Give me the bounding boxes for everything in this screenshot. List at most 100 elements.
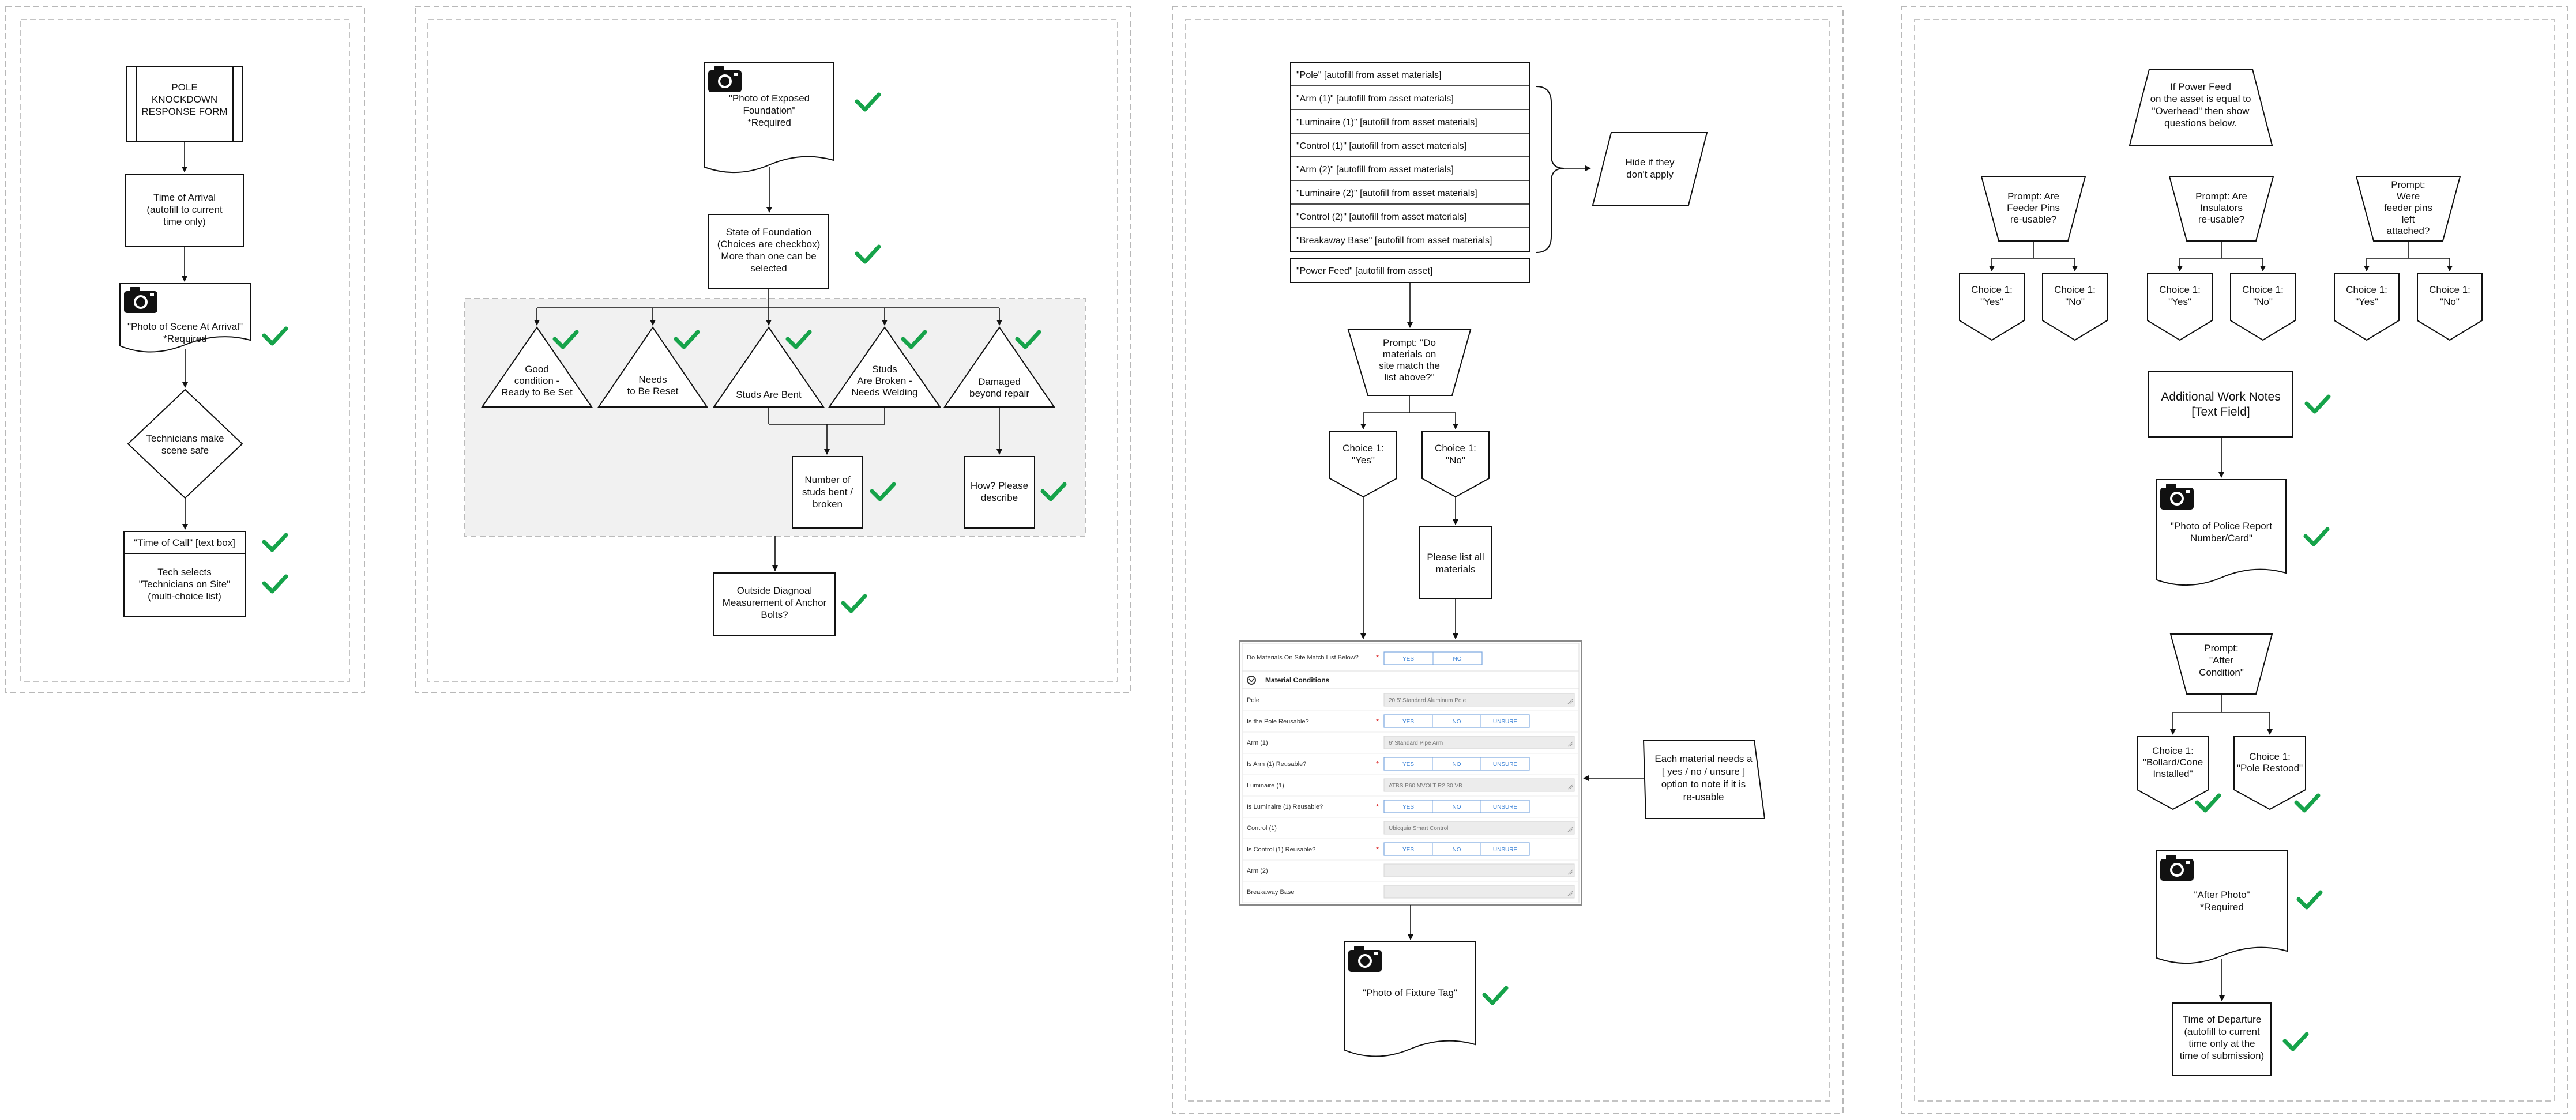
svg-text:Choice 1:"Yes": Choice 1:"Yes" bbox=[1342, 443, 1384, 466]
form-row-label: Arm (2) bbox=[1247, 868, 1268, 874]
material-field[interactable] bbox=[1383, 778, 1575, 792]
photo-scene-node: "Photo of Scene At Arrival"*Required bbox=[119, 283, 251, 353]
svg-text:YES: YES bbox=[1402, 761, 1414, 768]
svg-text:UNSURE: UNSURE bbox=[1493, 761, 1518, 768]
svg-text:Choice 1:"Yes": Choice 1:"Yes" bbox=[2346, 284, 2387, 307]
svg-text:*: * bbox=[1376, 802, 1379, 811]
svg-text:ATBS P60 MVOLT R2 30 VB: ATBS P60 MVOLT R2 30 VB bbox=[1389, 783, 1462, 789]
panel-4-frame bbox=[1901, 6, 2568, 1114]
material-field[interactable] bbox=[1383, 821, 1575, 835]
reusable-toggle[interactable] bbox=[1383, 714, 1530, 728]
choice-restood-node: Choice 1:"Pole Restood" bbox=[2233, 736, 2306, 810]
additional-notes-node: Additional Work Notes[Text Field] bbox=[2148, 371, 2293, 438]
material-list-item: "Arm (2)" [autofill from asset materials… bbox=[1296, 165, 1454, 175]
svg-text:YES: YES bbox=[1402, 656, 1414, 662]
power-feed-node: "Power Feed" [autofill from asset] bbox=[1290, 258, 1530, 283]
material-field[interactable] bbox=[1383, 736, 1575, 749]
material-field[interactable] bbox=[1383, 693, 1575, 707]
checkmark-icon bbox=[1040, 482, 1067, 501]
svg-text:UNSURE: UNSURE bbox=[1493, 804, 1518, 810]
choice-yes-node: Choice 1:"Yes" bbox=[2334, 273, 2400, 341]
choice-no-node: Choice 1:"No" bbox=[2230, 273, 2296, 341]
material-field[interactable] bbox=[1383, 885, 1575, 899]
svg-text:State of Foundation(Choices ar: State of Foundation(Choices are checkbox… bbox=[717, 227, 821, 274]
svg-text:20.5' Standard Aluminum Pole: 20.5' Standard Aluminum Pole bbox=[1389, 697, 1466, 704]
panel-3-frame bbox=[1172, 6, 1844, 1114]
checkmark-icon bbox=[2296, 890, 2323, 910]
svg-text:Ubicquia Smart Control: Ubicquia Smart Control bbox=[1389, 825, 1448, 832]
material-list-item: "Control (1)" [autofill from asset mater… bbox=[1296, 141, 1466, 151]
svg-text:Choice 1:"No": Choice 1:"No" bbox=[1435, 443, 1476, 466]
reusable-toggle[interactable] bbox=[1383, 757, 1530, 771]
time-of-call-node: "Time of Call" [text box] bbox=[123, 531, 246, 554]
checkmark-icon bbox=[901, 330, 927, 349]
checkmark-icon bbox=[1015, 330, 1041, 349]
svg-text:Choice 1:"No": Choice 1:"No" bbox=[2242, 284, 2284, 307]
state-foundation-node: State of Foundation(Choices are checkbox… bbox=[708, 214, 829, 289]
material-field[interactable] bbox=[1383, 863, 1575, 877]
checkmark-icon bbox=[1482, 986, 1509, 1005]
choice-yes-node: Choice 1:"Yes" bbox=[1959, 273, 2025, 341]
svg-text:*: * bbox=[1376, 845, 1379, 854]
checkmark-icon bbox=[262, 574, 288, 594]
svg-text:Choice 1:"No": Choice 1:"No" bbox=[2054, 284, 2096, 307]
checkmark-icon bbox=[2282, 1032, 2309, 1051]
panel-1-frame bbox=[5, 6, 365, 693]
choice-yes-node: Choice 1:"Yes" bbox=[1329, 431, 1397, 498]
svg-text:Choice 1:"No": Choice 1:"No" bbox=[2429, 284, 2470, 307]
checkmark-icon bbox=[552, 330, 579, 349]
checkmark-icon bbox=[855, 92, 881, 112]
form-row-label: Pole bbox=[1247, 697, 1259, 704]
checkmark-icon bbox=[2294, 793, 2321, 813]
svg-text:"Photo of Scene At Arrival"*Re: "Photo of Scene At Arrival"*Required bbox=[127, 321, 243, 344]
svg-text:UNSURE: UNSURE bbox=[1493, 847, 1518, 853]
choice-yes-node: Choice 1:"Yes" bbox=[2147, 273, 2213, 341]
svg-text:NO: NO bbox=[1453, 761, 1461, 768]
panel-2-frame bbox=[415, 6, 1131, 693]
material-list-item: "Control (2)" [autofill from asset mater… bbox=[1296, 212, 1466, 222]
reusable-toggle[interactable] bbox=[1383, 800, 1530, 813]
choice-no-node: Choice 1:"No" bbox=[2417, 273, 2483, 341]
checkmark-icon bbox=[841, 594, 867, 613]
svg-text:Additional Work Notes[Text Fie: Additional Work Notes[Text Field] bbox=[2161, 390, 2280, 418]
svg-text:NO: NO bbox=[1453, 804, 1461, 810]
checkmark-icon bbox=[2304, 394, 2331, 414]
svg-text:NO: NO bbox=[1453, 847, 1461, 853]
form-row-label: Is the Pole Reusable? bbox=[1247, 718, 1309, 725]
choice-no-node: Choice 1:"No" bbox=[1421, 431, 1490, 498]
checkmark-icon bbox=[855, 244, 881, 264]
reusable-toggle[interactable] bbox=[1383, 842, 1530, 856]
svg-text:"After Photo"*Required: "After Photo"*Required bbox=[2194, 889, 2250, 912]
collapse-icon[interactable] bbox=[1247, 676, 1256, 685]
svg-text:YES: YES bbox=[1402, 804, 1414, 810]
form-row-label: Arm (1) bbox=[1247, 740, 1268, 746]
svg-text:6' Standard Pipe Arm: 6' Standard Pipe Arm bbox=[1389, 740, 1443, 746]
svg-text:YES: YES bbox=[1402, 719, 1414, 725]
materials-list: "Pole" [autofill from asset materials]"A… bbox=[1290, 62, 1530, 252]
svg-text:Studs Are Bent: Studs Are Bent bbox=[736, 389, 802, 400]
materials-form-screenshot: Do Materials On Site Match List Below? *… bbox=[1239, 640, 1582, 906]
svg-text:Time of Departure(autofill to: Time of Departure(autofill to currenttim… bbox=[2180, 1014, 2264, 1061]
svg-text:*: * bbox=[1376, 653, 1379, 662]
